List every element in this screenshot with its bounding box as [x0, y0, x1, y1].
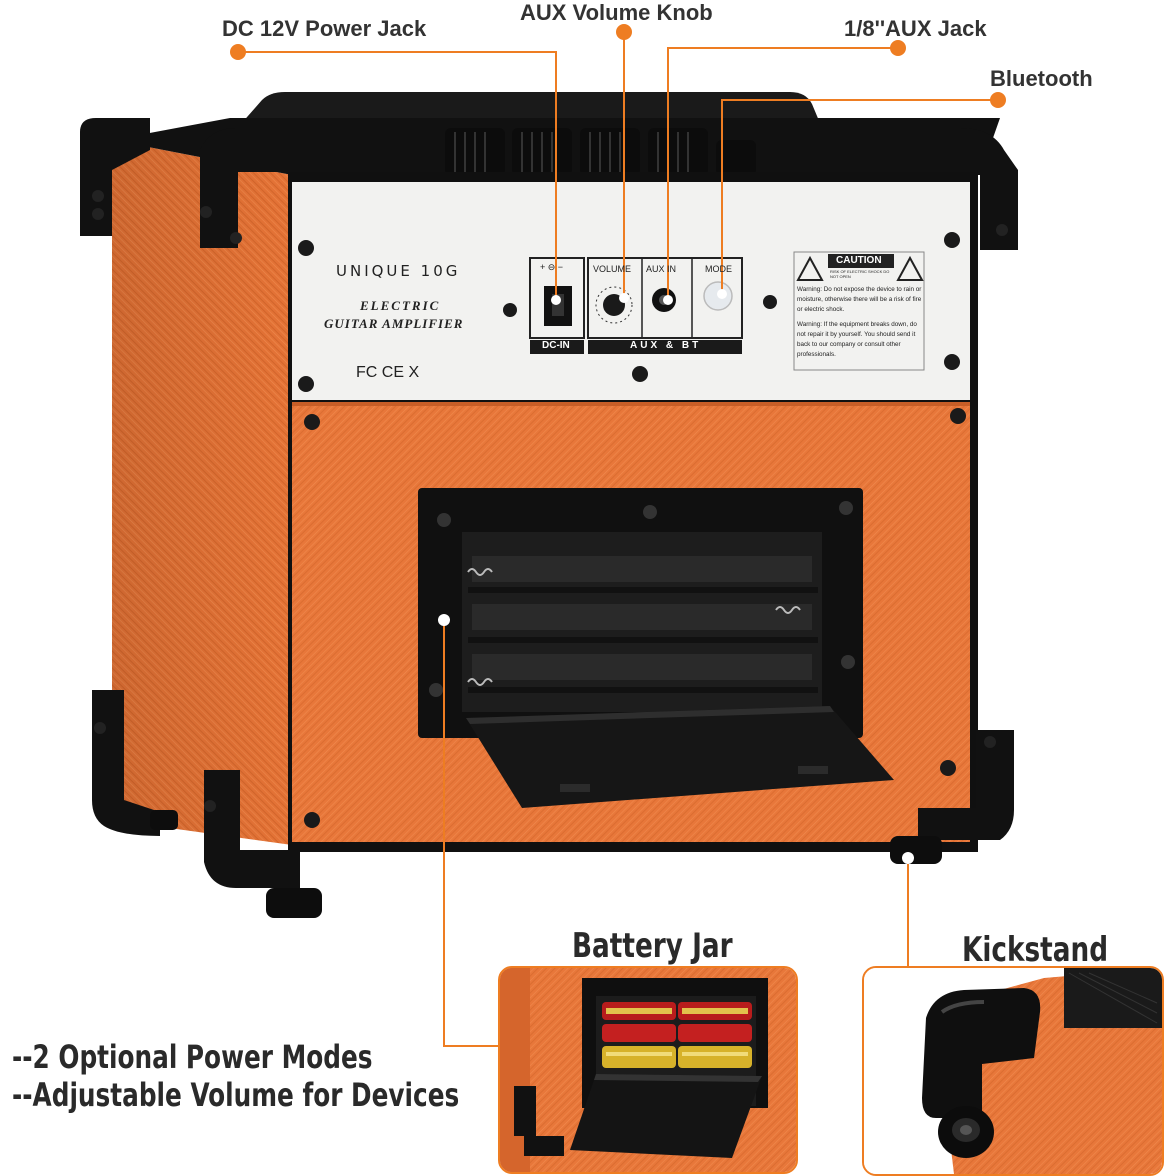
cert-marks: FC CE X — [356, 364, 420, 381]
kickstand-title: Kickstand — [962, 930, 1109, 970]
kickstand-inset — [862, 966, 1164, 1176]
brand-label: UNIQUE 10G — [336, 262, 461, 280]
battery-jar-inset — [498, 966, 798, 1174]
warning-2: Warning: If the equipment breaks down, d… — [797, 321, 917, 358]
caution-subtitle: RISK OF ELECTRIC SHOCK DO NOT OPEN — [830, 269, 890, 279]
callout-dc-power-jack: DC 12V Power Jack — [222, 16, 427, 41]
mode-label: MODE — [705, 264, 732, 274]
caution-title: CAUTION — [836, 255, 882, 266]
battery-jar-photo — [500, 968, 796, 1172]
product-line-1: ELECTRIC — [360, 298, 441, 313]
dc-symbol: + ⊖ − — [540, 262, 564, 272]
feature-line-2: --Adjustable Volume for Devices — [12, 1076, 460, 1114]
aux-bt-label: AUX & BT — [630, 340, 702, 351]
feature-line-1: --2 Optional Power Modes — [12, 1038, 373, 1076]
product-line-2: GUITAR AMPLIFIER — [324, 316, 464, 331]
kickstand-photo — [864, 968, 1162, 1174]
warning-1: Warning: Do not expose the device to rai… — [797, 286, 922, 313]
callout-bluetooth: Bluetooth — [990, 66, 1093, 91]
dc-in-label: DC-IN — [542, 340, 570, 351]
battery-jar-title: Battery Jar — [572, 926, 733, 966]
aux-in-label: AUX IN — [646, 264, 677, 274]
callout-aux-volume-knob: AUX Volume Knob — [520, 0, 713, 25]
volume-label: VOLUME — [593, 264, 632, 274]
callout-aux-jack: 1/8''AUX Jack — [844, 16, 987, 41]
